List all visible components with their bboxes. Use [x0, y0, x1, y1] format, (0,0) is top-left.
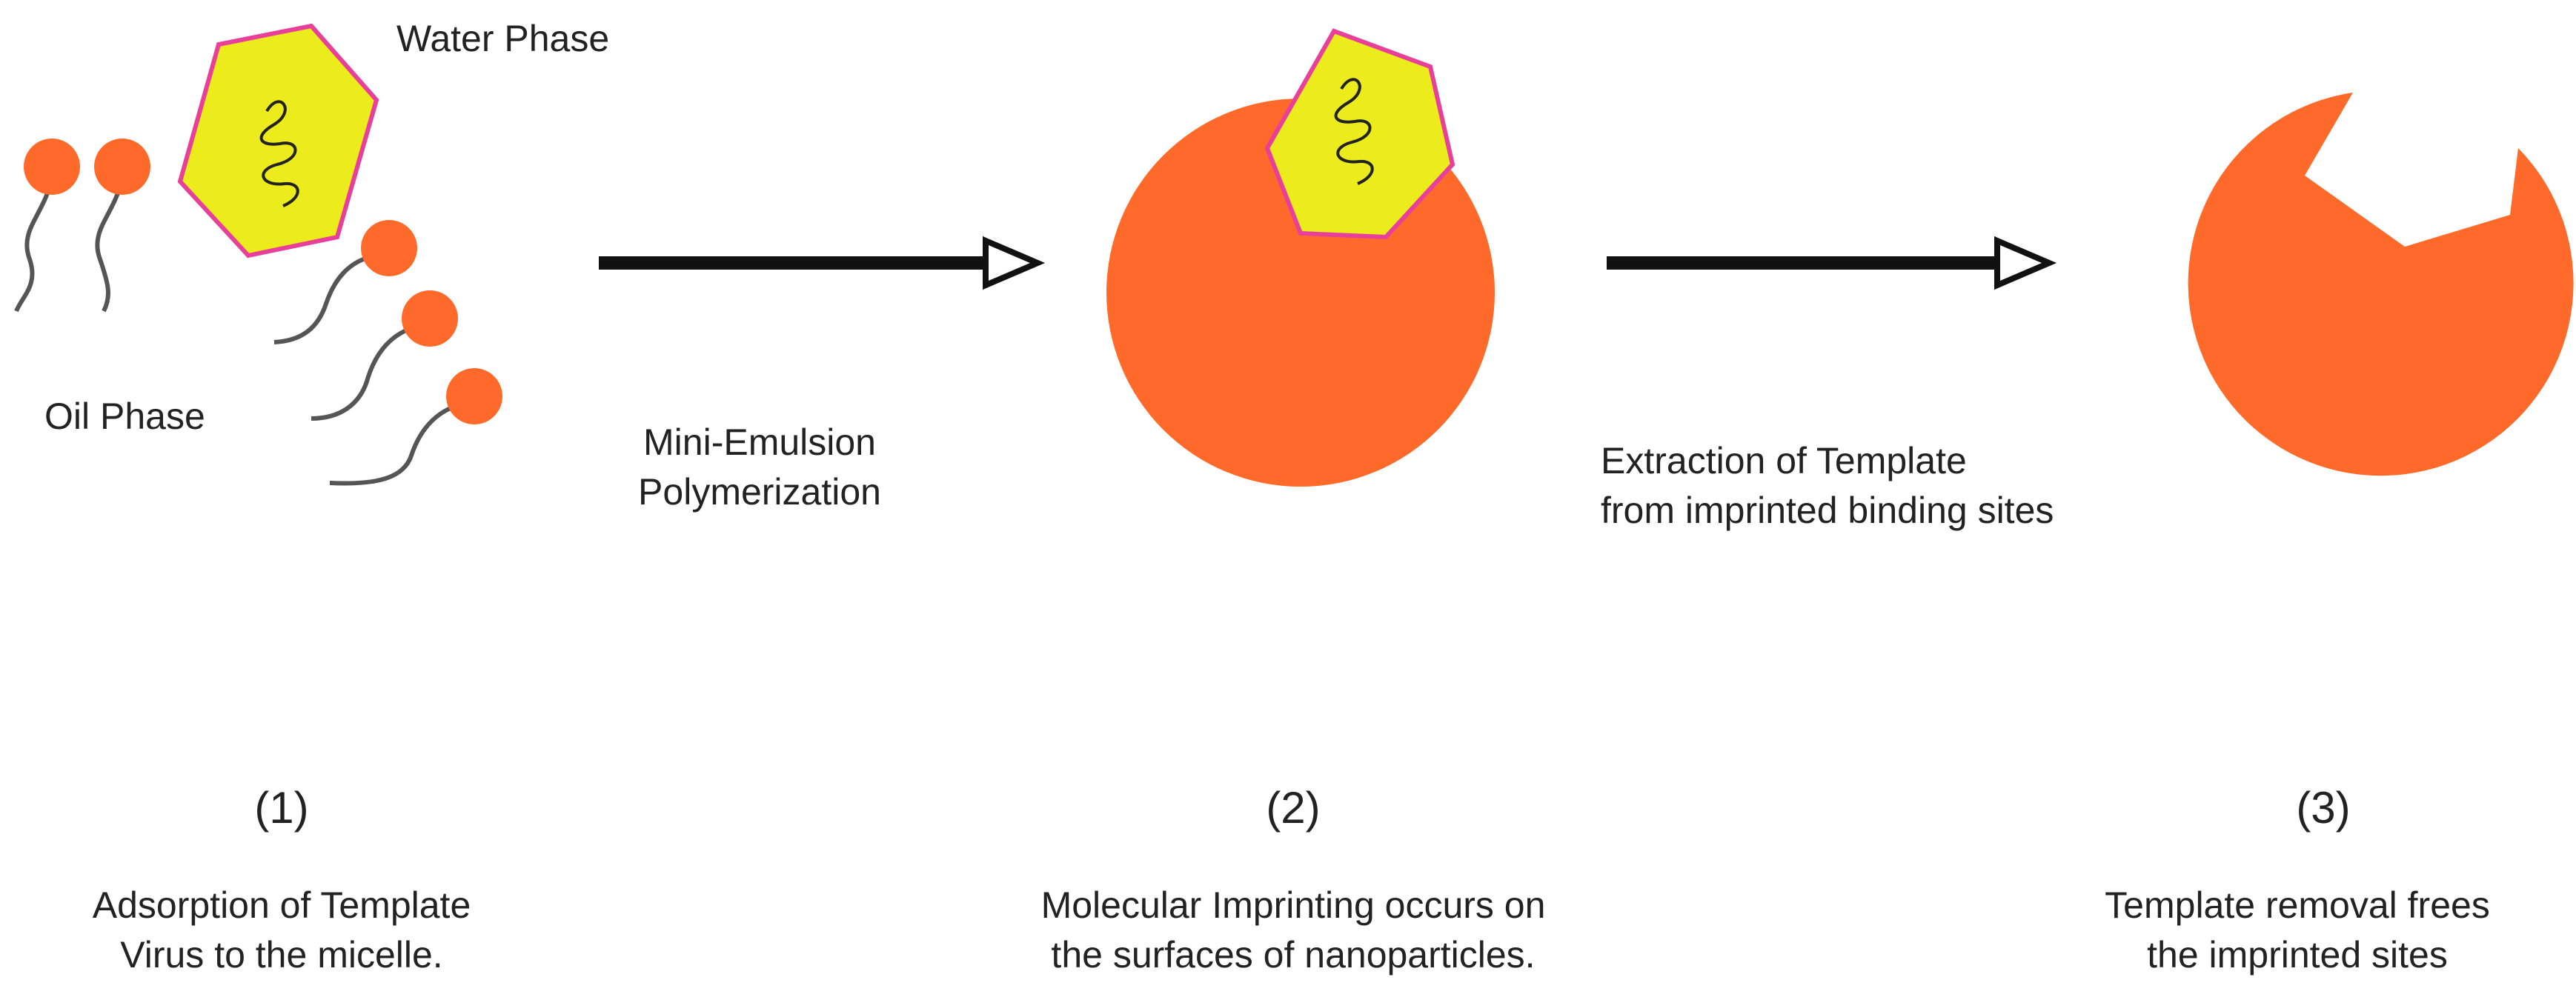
step-3-number: (3) [2296, 783, 2351, 833]
step-2-caption-line-1: Molecular Imprinting occurs on [1040, 884, 1546, 926]
nanoparticle-with-template [1106, 28, 1495, 487]
step-3-caption-line-1: Template removal frees [2105, 884, 2490, 926]
arrow-2 [1607, 236, 2057, 290]
step-2-number: (2) [1266, 783, 1321, 833]
step-1-caption-line-1: Adsorption of Template [92, 884, 471, 926]
surfactant-molecule-4 [311, 290, 458, 421]
step-1-caption-line-2: Virus to the micelle. [120, 934, 443, 976]
arrow-1-label-line-1: Mini-Emulsion [643, 421, 876, 463]
surfactant-molecule-1 [14, 139, 80, 313]
arrow-1 [599, 236, 1046, 290]
arrow-2-label-line-2: from imprinted binding sites [1601, 490, 2054, 531]
surfactant-molecule-5 [329, 368, 502, 486]
arrow-2-label-line-1: Extraction of Template [1601, 440, 1967, 481]
imprinted-nanoparticle [2188, 93, 2574, 476]
surfactant-molecule-3 [273, 220, 417, 344]
water-phase-label: Water Phase [396, 18, 610, 59]
arrow-1-label-line-2: Polymerization [638, 471, 881, 513]
step-3-caption-line-2: the imprinted sites [2147, 934, 2448, 976]
virus-template-1 [177, 23, 379, 259]
oil-phase-label: Oil Phase [44, 396, 205, 437]
step-1-number: (1) [254, 783, 309, 833]
surfactant-molecule-2 [94, 139, 150, 313]
step-2-caption-line-2: the surfaces of nanoparticles. [1051, 934, 1536, 976]
